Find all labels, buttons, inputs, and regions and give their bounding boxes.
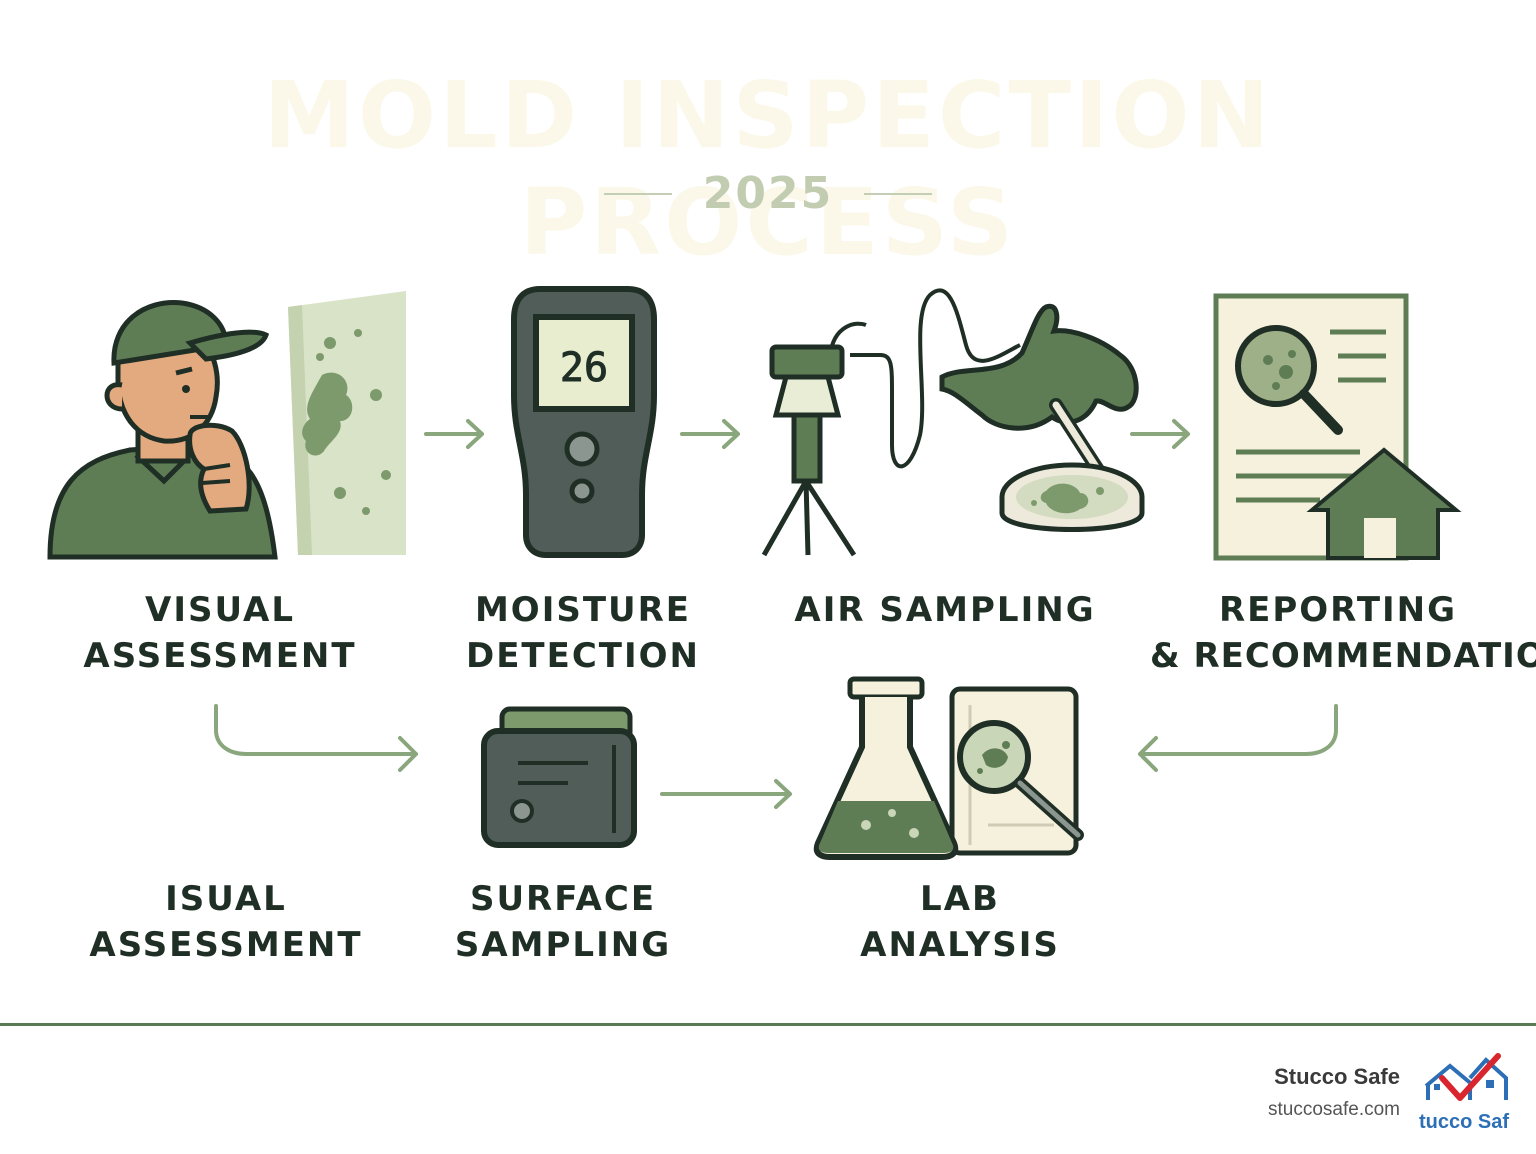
step-label-line1: SURFACE (469, 879, 657, 919)
step-label-air-sampling: AIR SAMPLING (790, 587, 1100, 633)
moisture-meter-icon: 26 (511, 286, 657, 558)
footer-divider (0, 1023, 1536, 1026)
report-icon (1213, 293, 1462, 561)
step-label-line1: MOISTURE (474, 590, 692, 630)
step-label-line1: VISUAL (145, 590, 295, 630)
inspector-icon (47, 291, 406, 560)
step-label-line2: ASSESSMENT (83, 636, 357, 676)
page-title: MOLD INSPECTION PROCESS (263, 62, 1273, 276)
step-label-line2: ANALYSIS (860, 925, 1060, 965)
brand-logo-text: tucco Saf (1419, 1111, 1509, 1133)
step-label-line1: ISUAL (165, 879, 287, 919)
year-row: 2025 (0, 168, 1536, 219)
step-label-reporting: REPORTING & RECOMMENDATIONS (1150, 587, 1536, 679)
brand-url: stuccosafe.com (1268, 1099, 1400, 1120)
brand-logo-icon: tucco Saf (1419, 1053, 1509, 1133)
arrow-1 (424, 419, 484, 449)
connector-left (214, 704, 418, 772)
year-label: 2025 (702, 168, 834, 219)
arrow-2 (680, 419, 740, 449)
arrow-4 (660, 779, 792, 809)
surface-sampling-icon (481, 706, 637, 848)
brand-name: Stucco Safe (1274, 1064, 1400, 1089)
step-label-line2: & RECOMMENDATIONS (1150, 636, 1536, 676)
step-label-isual-assessment: ISUAL ASSESSMENT (66, 876, 386, 968)
step-label-lab-analysis: LAB ANALYSIS (810, 876, 1110, 968)
step-label-line2: ASSESSMENT (89, 925, 363, 965)
lab-analysis-icon (813, 676, 1084, 860)
year-rule-right (864, 192, 933, 195)
step-label-line2: SAMPLING (454, 925, 672, 965)
connector-right (1138, 704, 1338, 772)
step-label-line2: DETECTION (465, 636, 701, 676)
step-label-line1: AIR SAMPLING (794, 590, 1096, 630)
year-rule-left (603, 192, 672, 195)
air-sampling-icon (761, 288, 1145, 557)
meter-display-value: 26 (560, 345, 608, 391)
arrow-3 (1130, 419, 1190, 449)
step-label-surface-sampling: SURFACE SAMPLING (413, 876, 713, 968)
step-label-line1: LAB (920, 879, 1000, 919)
step-label-visual-assessment: VISUAL ASSESSMENT (60, 587, 380, 679)
step-label-moisture-detection: MOISTURE DETECTION (433, 587, 733, 679)
step-label-line1: REPORTING (1218, 590, 1458, 630)
